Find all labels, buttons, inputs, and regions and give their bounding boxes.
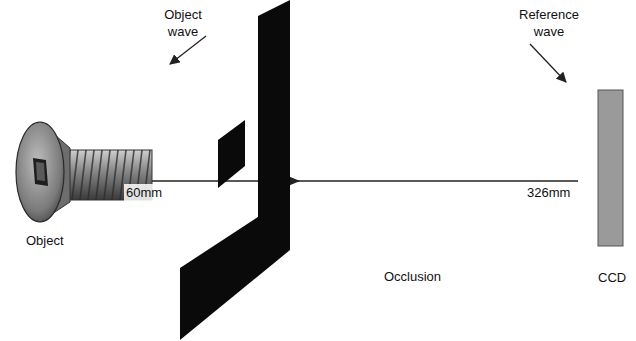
object-wave-arrow [170, 36, 206, 64]
wave-label: Reference wave [513, 6, 585, 40]
reference-wave-arrow [530, 44, 566, 82]
occlusion-plate [180, 0, 290, 340]
ccd-sensor [598, 90, 623, 246]
part-label: CCD [598, 269, 626, 286]
optical-axis [152, 180, 578, 181]
screw-object [16, 122, 152, 222]
part-label: Object [26, 232, 64, 249]
wave-label: Object wave [155, 6, 211, 40]
distance-label: 326mm [527, 184, 570, 201]
distance-label: 60mm [124, 184, 164, 201]
part-label: Occlusion [384, 268, 441, 285]
